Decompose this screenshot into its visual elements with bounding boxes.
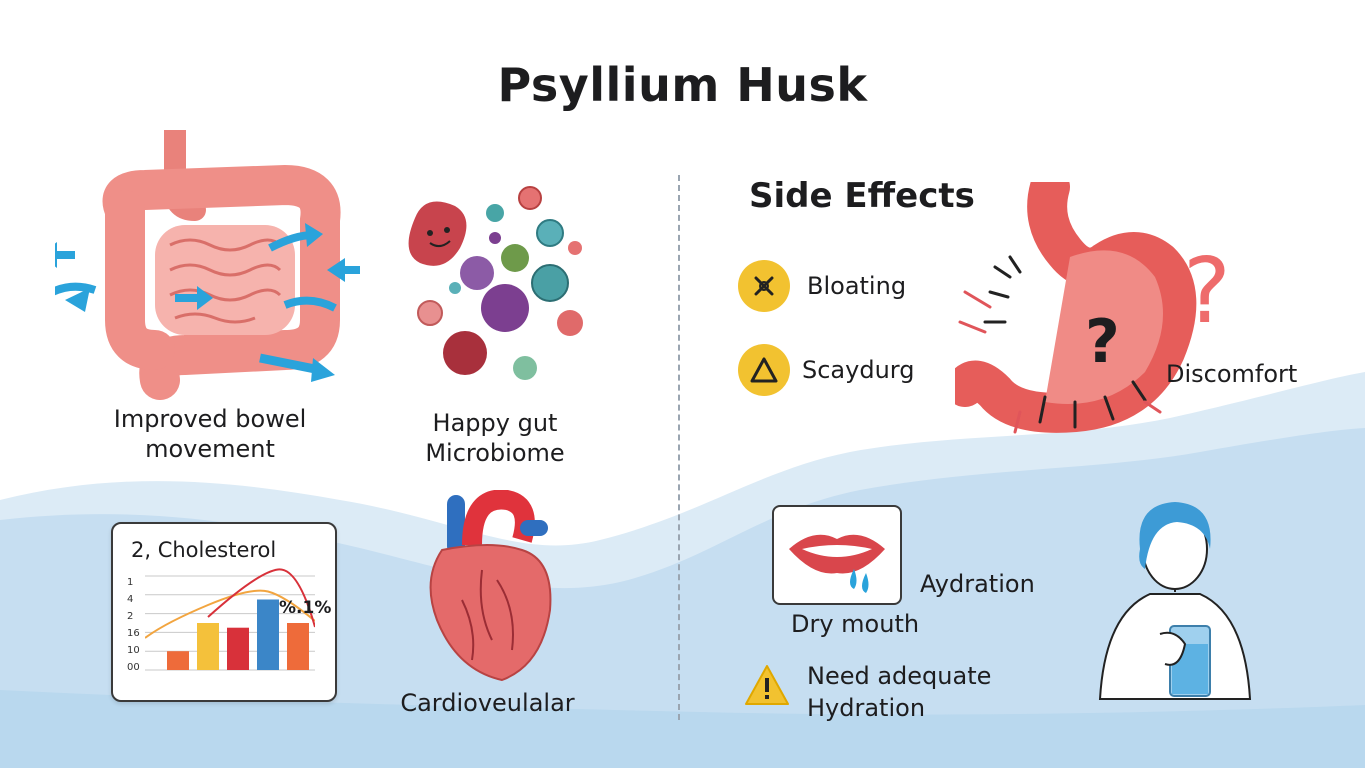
dry-mouth-card (772, 505, 902, 605)
y-tick: 10 (127, 645, 140, 656)
microbiome-label-line2: Microbiome (425, 439, 565, 467)
dry-mouth-label: Dry mouth (791, 610, 920, 638)
y-tick: 16 (127, 628, 140, 639)
lips-icon (789, 534, 885, 593)
chart-bar (287, 623, 309, 670)
chart-bar (227, 627, 249, 670)
side-effect-label-bloating: Bloating (807, 272, 907, 300)
cardio-label: Cardioveulalar (400, 689, 575, 717)
person-drinking-water-icon (1098, 502, 1252, 700)
warning-label-line2: Hydration (807, 694, 926, 722)
chart-bar (167, 651, 189, 670)
y-tick: 4 (127, 594, 134, 605)
chart-trend-line (207, 568, 315, 628)
y-tick: 00 (127, 662, 140, 673)
chart-bar (257, 599, 279, 670)
heart-icon (429, 490, 552, 682)
y-tick: 1 (127, 577, 134, 588)
hydration-label: Aydration (920, 570, 1035, 598)
cholesterol-bar-chart (145, 568, 315, 671)
warning-label-line1: Need adequate (807, 662, 992, 690)
y-tick: 2 (127, 611, 134, 622)
wave-mid (0, 428, 1365, 768)
chart-title: 2, Cholesterol (131, 538, 277, 562)
crossed-bandage-icon (738, 260, 790, 312)
section-divider (678, 175, 680, 720)
cholesterol-chart-card: 2, Cholesterol 1 4 2 16 10 00 %.1% (111, 522, 337, 702)
side-effects-heading: Side Effects (749, 176, 975, 216)
chart-trend-line (145, 589, 315, 639)
intestine-icon (55, 130, 360, 400)
triangle-icon (738, 344, 790, 396)
stomach-icon: ? ? (955, 182, 1231, 434)
microbiome-icon (408, 186, 583, 380)
bowel-label-line2: movement (145, 435, 275, 463)
chart-bar (197, 623, 219, 670)
page-title: Psyllium Husk (497, 58, 868, 112)
chart-y-ticks: 1 4 2 16 10 00 (127, 574, 147, 676)
svg-text:?: ? (1183, 239, 1231, 344)
warning-icon (745, 665, 789, 705)
microbiome-label-line1: Happy gut (432, 409, 558, 437)
svg-text:?: ? (1085, 307, 1120, 377)
wave-deep (0, 690, 1365, 768)
discomfort-label: Discomfort (1166, 360, 1298, 388)
bowel-label-line1: Improved bowel (113, 405, 307, 433)
side-effect-label-scaydurg: Scaydurg (802, 356, 915, 384)
chart-annotation: %.1% (279, 598, 332, 618)
